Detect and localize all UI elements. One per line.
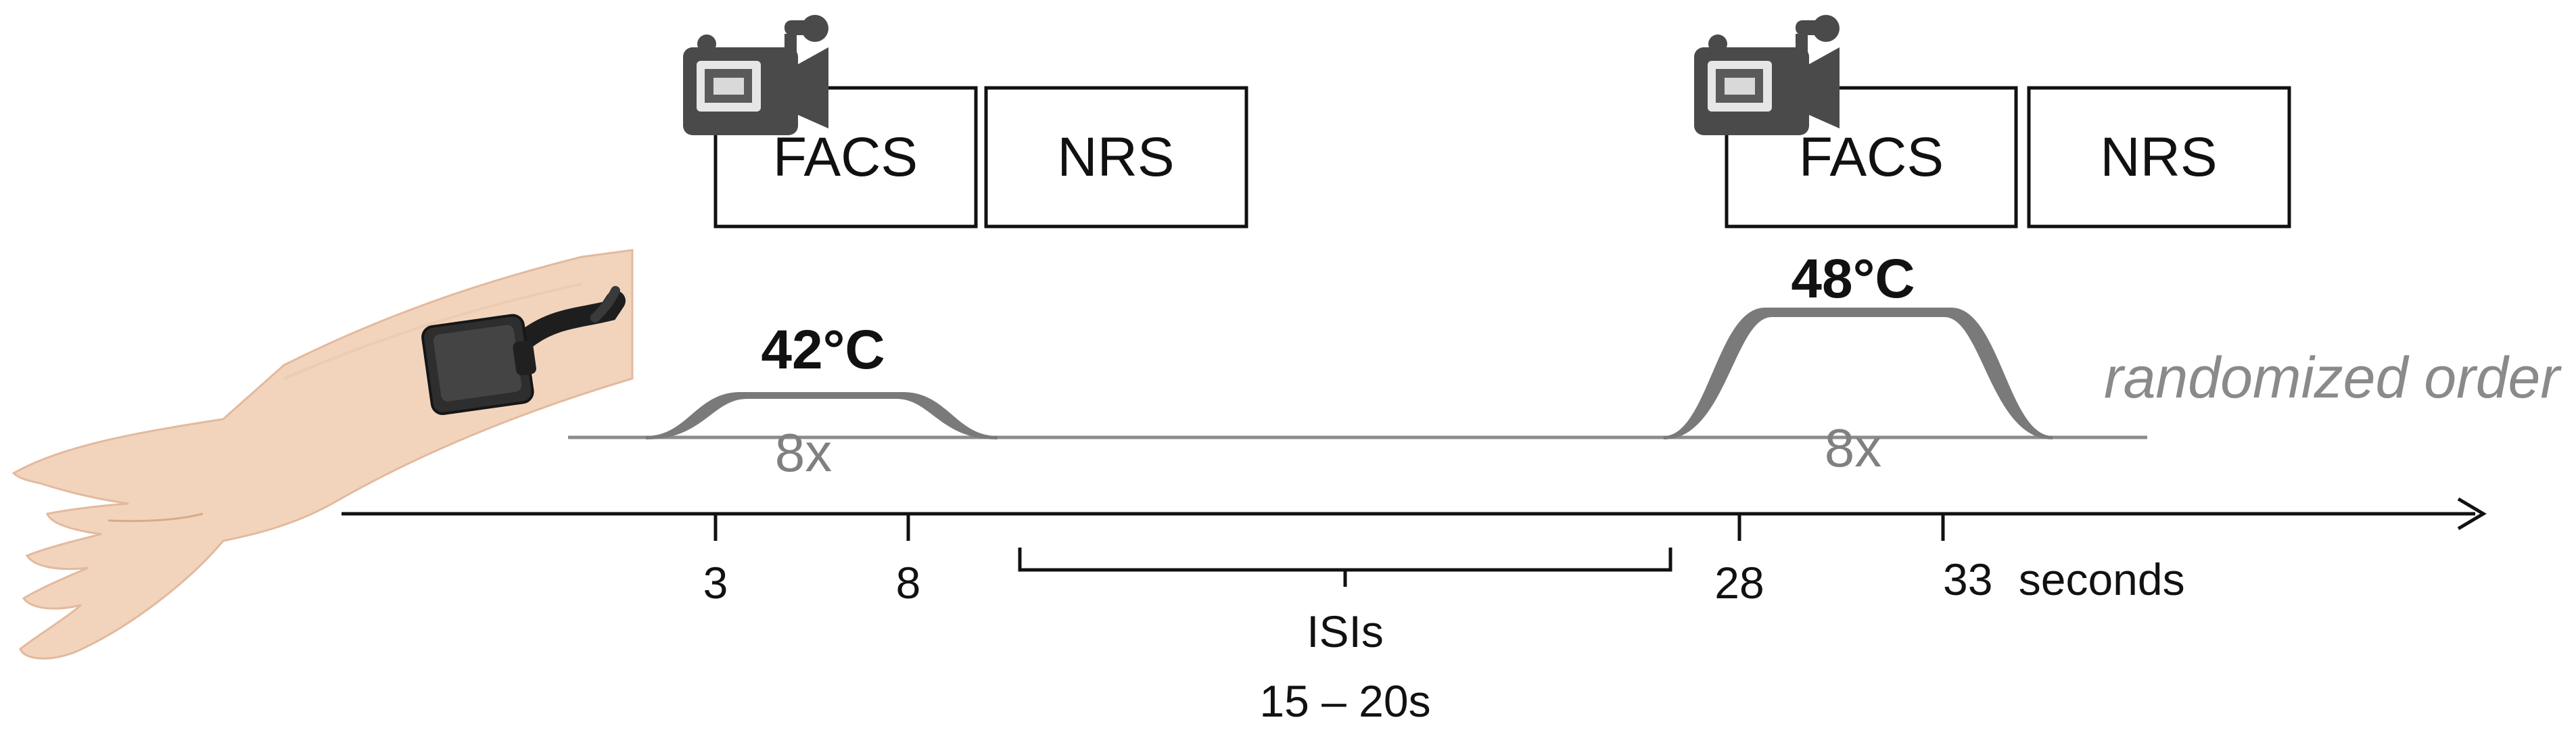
tick-label: 8 [896, 558, 921, 608]
video-camera-icon [683, 15, 828, 135]
repetitions-label-48: 8x [1825, 418, 1882, 478]
isi-bracket [1020, 548, 1670, 587]
time-unit-label: seconds [2019, 554, 2185, 604]
temperature-label-48: 48°C [1791, 248, 1915, 310]
facs-label: FACS [773, 126, 918, 188]
temperature-label-42: 42°C [761, 319, 885, 381]
facs-label: FACS [1799, 126, 1944, 188]
tick-label: 33 [1943, 554, 1992, 604]
nrs-label: NRS [1057, 126, 1174, 188]
video-camera-icon [1694, 15, 1840, 135]
svg-text:33 seconds: 33 seconds [1943, 554, 2185, 604]
tick-label: 3 [703, 558, 728, 608]
isi-label: ISIs [1307, 606, 1384, 656]
isi-range-label: 15 – 20s [1259, 676, 1430, 726]
repetitions-label-42: 8x [775, 423, 833, 483]
forearm-image [14, 250, 632, 658]
randomized-order-note: randomized order [2104, 345, 2562, 410]
time-axis [342, 499, 2483, 529]
tick-label: 28 [1714, 558, 1764, 608]
nrs-label: NRS [2100, 126, 2217, 188]
